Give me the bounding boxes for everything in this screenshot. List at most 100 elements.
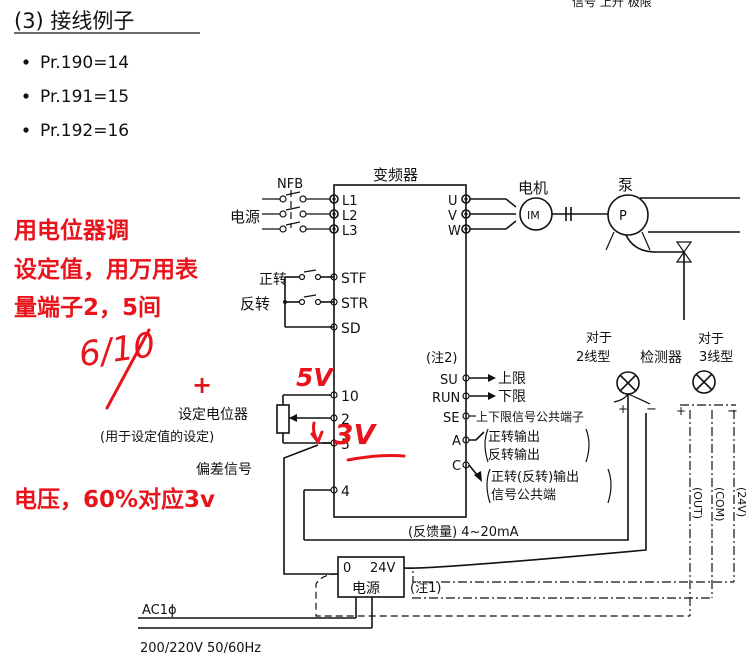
wire-24v-return — [404, 567, 734, 583]
v24-label: (24V) — [735, 487, 748, 517]
terminal-l3: L3 — [342, 224, 358, 239]
inverter-label: 变频器 — [373, 166, 418, 184]
terminal-l2: L2 — [342, 209, 358, 224]
a-description-2: 反转输出 — [488, 447, 540, 463]
ac-voltage-label: 200/220V 50/60Hz — [140, 641, 261, 656]
motor-im-label: IM — [527, 209, 540, 222]
bullet-3: Pr.192=16 — [40, 121, 129, 141]
potentiometer — [276, 394, 331, 444]
feedback-line — [304, 395, 629, 541]
ac-input-wires — [138, 597, 373, 629]
hand-ratio-text: 6/10 — [76, 325, 157, 375]
red-note-bottom: 电压，60%对应3v — [14, 486, 215, 513]
detector-label: 检测器 — [640, 350, 682, 366]
power-source-label: 电源 — [230, 208, 260, 226]
terminal-4: 4 — [341, 484, 350, 500]
inverter-box — [333, 184, 467, 518]
two-wire-label-2: 2线型 — [576, 350, 610, 365]
hand-3v: 3V — [334, 418, 377, 451]
red-note-line-3: 量端子2，5间 — [14, 295, 161, 321]
terminal-v: V — [448, 209, 457, 224]
pot-label: 设定电位器 — [178, 407, 248, 423]
terminal-5: 5 — [341, 437, 350, 453]
control-terminals — [330, 273, 338, 331]
bracket — [484, 428, 489, 463]
top-right-text: 信号 上升 极限 — [572, 0, 652, 9]
out-label: (OUT) — [691, 487, 704, 519]
three-wire-label-1: 对于 — [698, 332, 724, 347]
bullet-dot — [23, 93, 29, 99]
c-description-2: 信号公共端 — [491, 488, 556, 503]
wire-to-ps — [283, 444, 338, 575]
breaker-nfb — [262, 190, 330, 233]
upper-limit-label: 上限 — [498, 371, 526, 387]
bracket — [585, 428, 590, 463]
bullet-dot — [23, 127, 29, 133]
power-supply-box — [337, 556, 405, 598]
bracket — [607, 468, 612, 504]
red-plus: + — [192, 371, 212, 399]
output-signal-wires — [462, 374, 496, 482]
com-label: (COM) — [713, 487, 726, 521]
terminal-sd: SD — [341, 321, 361, 337]
terminal-a: A — [452, 434, 461, 449]
minus-sign: − — [646, 402, 657, 417]
slide-title: (3) 接线例子 — [14, 9, 134, 33]
ac-label: AC1ϕ — [142, 603, 177, 618]
pump-symbol — [605, 194, 693, 320]
terminal-str: STR — [341, 296, 368, 312]
fwd-rev-switches — [283, 269, 334, 328]
hand-arrow — [310, 421, 324, 444]
terminal-10: 10 — [341, 389, 359, 405]
minus-sign: − — [727, 404, 738, 419]
bracket — [486, 468, 491, 504]
terminal-se: SE — [443, 411, 459, 426]
lower-limit-label: 下限 — [498, 389, 526, 405]
terminal-l1: L1 — [342, 194, 358, 209]
bullet-dot — [23, 59, 29, 65]
bullet-1: Pr.190=14 — [40, 53, 129, 73]
terminal-c: C — [452, 459, 461, 474]
pump-p-label: P — [619, 209, 627, 224]
c-description-1: 正转(反转)输出 — [491, 469, 579, 485]
nfb-label: NFB — [277, 177, 303, 192]
plus-sign: + — [676, 404, 686, 418]
forward-label: 正转 — [259, 272, 287, 288]
terminal-w: W — [448, 224, 461, 239]
ps-zero-label: 0 — [343, 561, 351, 576]
hand-5v: 5V — [296, 363, 334, 392]
ps-24v-label: 24V — [370, 561, 396, 576]
wire-out-return — [315, 573, 690, 617]
motor-label: 电机 — [518, 179, 548, 197]
bullet-list: Pr.190=14 Pr.191=15 Pr.192=16 — [23, 53, 129, 141]
detector-lamp-2wire — [616, 371, 640, 395]
hand-underline — [346, 454, 406, 462]
deviation-label: 偏差信号 — [196, 462, 252, 478]
feedback-label: (反馈量) 4~20mA — [408, 525, 519, 540]
note1: (注1) — [410, 581, 441, 596]
red-note-line-1: 用电位器调 — [14, 217, 129, 244]
pump-label: 泵 — [618, 176, 633, 194]
terminal-run: RUN — [432, 391, 460, 406]
terminal-stf: STF — [341, 271, 367, 287]
two-wire-label-1: 对于 — [586, 331, 612, 346]
wire-detector-minus — [403, 413, 647, 569]
shaft-coupling — [552, 207, 608, 221]
pot-sublabel: (用于设定值的设定) — [100, 429, 214, 445]
output-terminals — [461, 194, 517, 234]
se-description: 上下限信号公共端子 — [476, 410, 584, 424]
terminal-u: U — [448, 194, 458, 209]
terminal-su: SU — [440, 373, 458, 388]
detector-lamp-3wire — [692, 370, 716, 394]
note2: (注2) — [426, 351, 457, 366]
handwritten-ratio: 6/10 — [76, 325, 158, 410]
wire — [627, 393, 651, 405]
bullet-2: Pr.191=15 — [40, 87, 129, 107]
plus-sign: + — [618, 402, 628, 416]
terminal-2: 2 — [341, 412, 350, 428]
input-terminals — [329, 194, 339, 234]
a-description-1: 正转输出 — [488, 429, 540, 445]
ps-label: 电源 — [352, 581, 380, 597]
